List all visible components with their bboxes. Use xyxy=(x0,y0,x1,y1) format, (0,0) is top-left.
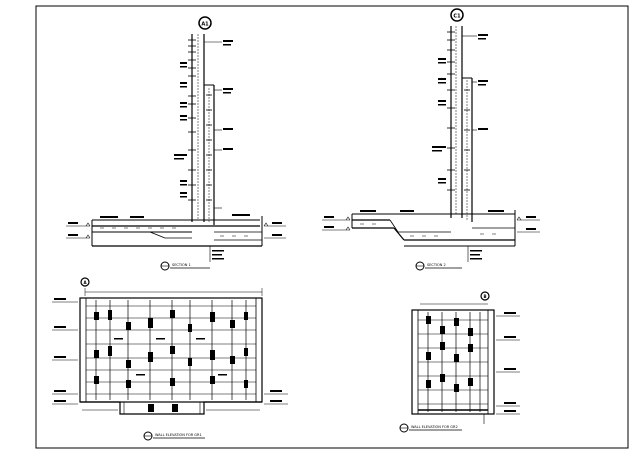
elevation-b-title: WALL ELEVATION FOR GR2 xyxy=(411,425,458,429)
elevation-a-title-block: WALL ELEVATION FOR GR1 xyxy=(143,431,205,441)
elevation-b-marker: B xyxy=(480,291,490,301)
svg-text:A1: A1 xyxy=(201,22,209,28)
svg-text:C1: C1 xyxy=(453,14,461,20)
elevation-a: A xyxy=(52,277,288,441)
section-a-title-block: SECTION 1 xyxy=(160,261,210,271)
svg-text:B: B xyxy=(483,294,486,299)
section-a-title: SECTION 1 xyxy=(172,263,191,267)
section-a: A1 xyxy=(66,16,286,271)
section-b-title-block: SECTION 2 xyxy=(415,261,462,271)
svg-text:A: A xyxy=(83,280,87,285)
section-b: C1 xyxy=(322,8,540,271)
elevation-b-title-block: WALL ELEVATION FOR GR2 xyxy=(399,423,462,433)
elevation-b: B xyxy=(399,291,520,433)
section-b-title: SECTION 2 xyxy=(427,263,446,267)
section-b-marker: C1 xyxy=(450,8,464,22)
sheet-border xyxy=(35,5,629,449)
elevation-a-marker: A xyxy=(80,277,90,287)
elevation-a-title: WALL ELEVATION FOR GR1 xyxy=(155,433,202,437)
section-a-marker: A1 xyxy=(198,16,212,30)
